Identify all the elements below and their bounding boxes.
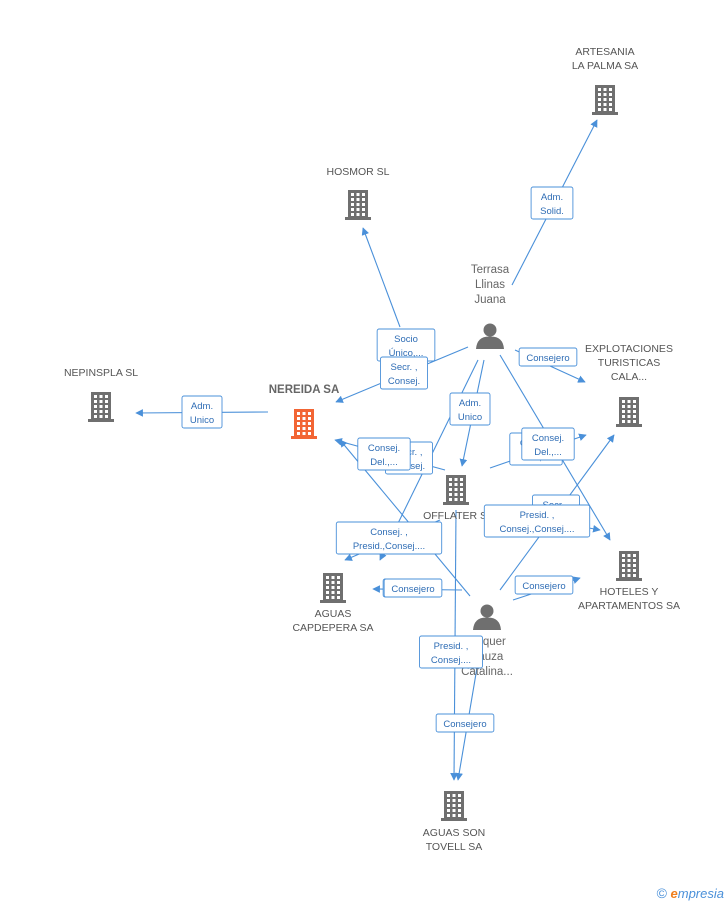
node-label-capdepera: CAPDEPERA SA — [292, 622, 373, 634]
edge-label-text: Consejero — [526, 353, 569, 364]
edge-label-offlater-hoteles[interactable]: Presid. , Consej.,Consej.... — [483, 504, 591, 538]
edge-label-text: Consejero — [443, 719, 486, 730]
edge-label-box — [383, 578, 443, 598]
edge-label-text: Presid. , — [520, 510, 555, 521]
edge-label-offlater-sontovell[interactable]: Consejero — [435, 713, 495, 733]
edge-label-text: Consej. — [388, 376, 420, 387]
footer-brand[interactable]: © empresia — [657, 885, 724, 901]
edge-label-text: Secr. , — [391, 362, 418, 373]
node-label-explotaciones: CALA... — [611, 371, 647, 383]
node-label-terrasa: Terrasa — [471, 264, 510, 276]
person-icon — [473, 604, 501, 630]
node-hosmor[interactable]: HOSMOR SL — [326, 166, 390, 220]
node-nepinspla[interactable]: NEPINSPLA SL — [64, 367, 138, 422]
building-icon — [441, 791, 467, 821]
edge-label-text: Socio — [394, 334, 418, 345]
building-icon-focus — [291, 409, 317, 439]
node-label-capdepera: AGUAS — [315, 608, 352, 620]
edge-label-terrasa-explotaciones[interactable]: Consejero — [518, 347, 578, 367]
edge-label-box — [419, 635, 483, 669]
edge-label-text: Presid.,Consej.... — [353, 541, 425, 552]
copyright-symbol: © — [656, 885, 667, 901]
edge-label-box — [181, 395, 223, 429]
node-label-explotaciones: TURISTICAS — [598, 357, 660, 369]
building-icon — [443, 475, 469, 505]
node-offlater[interactable]: OFFLATER SL — [423, 475, 493, 522]
node-explotaciones[interactable]: EXPLOTACIONES TURISTICAS CALA... — [585, 343, 673, 427]
edge-label-text: Consej.,Consej.... — [500, 524, 575, 535]
edge-label-text: Adm. — [191, 401, 213, 412]
edge-label-terrasa-hosmor[interactable]: SocioÚnico,... — [376, 328, 436, 362]
edge-label-box — [521, 427, 575, 461]
node-label-sontovell: AGUAS SON — [423, 827, 485, 839]
edge-label-offlater-capdepera[interactable]: Consej. , Presid.,Consej.... — [335, 521, 443, 555]
node-label-explotaciones: EXPLOTACIONES — [585, 343, 673, 355]
edge-label-box — [530, 186, 574, 220]
building-icon — [88, 392, 114, 422]
edge-label-text: Adm. — [459, 398, 481, 409]
node-artesania[interactable]: ARTESANIA LA PALMA SA — [572, 46, 638, 115]
edge-label-text: Solid. — [540, 206, 564, 217]
building-icon — [616, 551, 642, 581]
node-label-terrasa: Juana — [474, 294, 506, 306]
person-icon — [476, 323, 504, 349]
edge-label-box — [357, 437, 411, 471]
edge-label-box — [380, 356, 429, 390]
node-label-artesania: ARTESANIA — [575, 46, 634, 58]
node-label-hoteles: HOTELES Y — [600, 586, 659, 598]
node-sontovell[interactable]: AGUAS SON TOVELL SA — [423, 791, 485, 853]
node-label-artesania: LA PALMA SA — [572, 60, 638, 72]
node-capdepera[interactable]: AGUAS CAPDEPERA SA — [292, 573, 374, 634]
edge-label-box — [514, 575, 574, 595]
edge-label-roquer-hoteles[interactable]: Consejero — [514, 575, 574, 595]
node-label-terrasa: Llinas — [475, 279, 505, 291]
node-label-hoteles: APARTAMENTOS SA — [578, 600, 680, 612]
edge-label-roquer-sontovell[interactable]: Presid. , Consej.... — [419, 635, 483, 669]
brand-initial: e — [670, 886, 678, 901]
building-icon — [592, 85, 618, 115]
edge-label-box — [435, 713, 495, 733]
brand-name: mpresia — [677, 886, 724, 901]
edge-label-text: Consej. — [532, 433, 564, 444]
node-label-nereida: NEREIDA SA — [269, 384, 340, 396]
edge-label-text: Del.,... — [370, 457, 397, 468]
edge-label-text: Adm. — [541, 192, 563, 203]
building-icon — [616, 397, 642, 427]
node-hoteles[interactable]: HOTELES Y APARTAMENTOS SA — [578, 551, 680, 612]
edge-terrasa-hosmor — [361, 227, 401, 328]
edge-label-text: Del.,... — [534, 447, 561, 458]
nodes-layer: ARTESANIA LA PALMA SA HOSMOR SL TerrasaLlin… — [64, 46, 680, 853]
building-icon — [345, 190, 371, 220]
node-nereida[interactable]: NEREIDA SA — [269, 384, 340, 439]
edge-label-offlater-explotaciones[interactable]: Consej. Del.,... — [521, 427, 575, 461]
edge-label-text: Consej. — [368, 443, 400, 454]
node-label-offlater: OFFLATER SL — [423, 510, 493, 522]
edge-label-text: Consejero — [522, 581, 565, 592]
edge-label-roquer-capdepera[interactable]: Consejero — [383, 578, 443, 598]
edge-label-text: Único,... — [389, 348, 424, 359]
node-label-sontovell: TOVELL SA — [426, 841, 483, 853]
edge-label-nereida-nepinspla[interactable]: Adm. Unico — [181, 395, 223, 429]
edge-label-text: Consejero — [391, 584, 434, 595]
edge-label-box — [518, 347, 578, 367]
edge-label-terrasa-nereida[interactable]: Secr. , Consej. — [380, 356, 429, 390]
edge-label-box — [335, 521, 443, 555]
edge-label-text: Presid. , — [434, 641, 469, 652]
edge-label-box — [483, 504, 591, 538]
edge-label-text: Unico — [458, 412, 482, 423]
node-label-roquer: Catalina... — [461, 666, 513, 678]
node-label-hosmor: HOSMOR SL — [326, 166, 389, 178]
edge-label-terrasa-offlater[interactable]: Adm. Unico — [449, 392, 491, 426]
node-label-nepinspla: NEPINSPLA SL — [64, 367, 138, 379]
edge-label-roquer-nereida[interactable]: Consej. Del.,... — [357, 437, 411, 471]
edge-label-text: Unico — [190, 415, 214, 426]
edge-label-text: Consej. , — [370, 527, 408, 538]
edge-label-terrasa-artesania[interactable]: Adm. Solid. — [530, 186, 574, 220]
edge-label-text: Consej.... — [431, 655, 471, 666]
building-icon — [320, 573, 346, 603]
edge-label-box — [449, 392, 491, 426]
